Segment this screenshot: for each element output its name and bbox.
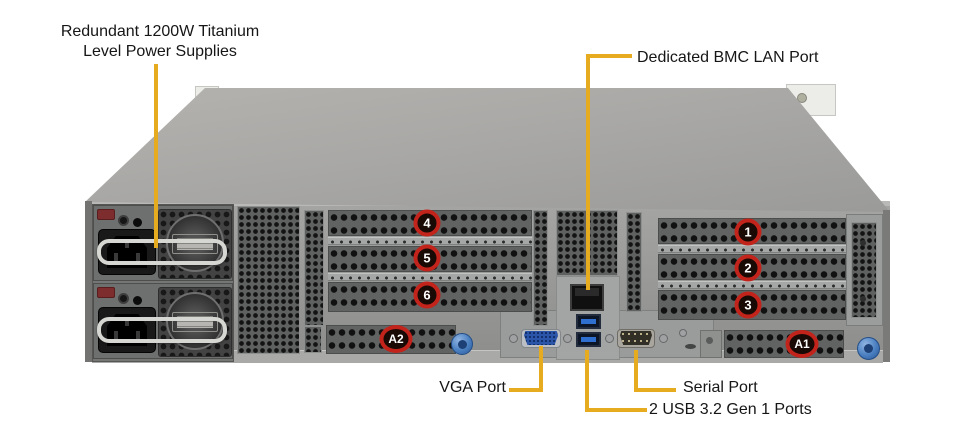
callout-slot-2: 2 — [734, 254, 762, 282]
left-cage-vent-column-right — [533, 210, 548, 326]
callout-slot-3: 3 — [734, 291, 762, 319]
vga-screw-right — [563, 334, 572, 343]
psu-1-led — [118, 215, 129, 226]
rack-tab-screw — [797, 93, 807, 103]
bracket-screw-bottom — [860, 296, 866, 302]
psu-1-button — [133, 218, 142, 227]
psu-1-latch — [97, 209, 115, 220]
callout-slot-a1: A1 — [785, 330, 819, 358]
leader-serial-horizontal — [634, 388, 676, 392]
callout-slot-1: 1 — [734, 218, 762, 246]
psu-2-pin-ground — [125, 317, 129, 326]
a1-plate-screw — [706, 337, 713, 344]
vga-label: VGA Port — [439, 379, 506, 396]
psu-label-line1: Redundant 1200W Titanium — [60, 23, 260, 40]
leader-bmc-vertical — [586, 54, 590, 290]
serial-screw-left — [605, 334, 614, 343]
callout-slot-a2: A2 — [379, 325, 413, 353]
leader-usb-horizontal — [585, 408, 647, 412]
panel-screw — [679, 329, 687, 337]
slot-separator — [658, 281, 846, 289]
slot-separator — [328, 273, 532, 281]
bracket-screw-top — [860, 240, 866, 246]
vent-panel — [237, 206, 300, 354]
a1-row-plate — [700, 330, 722, 358]
callout-slot-5: 5 — [413, 244, 441, 272]
thumbscrew-a2 — [451, 333, 473, 355]
psu-2-led — [118, 293, 129, 304]
psu-label: Redundant 1200W Titanium Level Power Sup… — [40, 22, 280, 62]
usb-tongue — [581, 319, 596, 324]
thumbscrew-core — [458, 340, 467, 349]
slot-separator — [658, 245, 846, 253]
serial-port — [620, 331, 652, 345]
bmc-lan-port-contacts — [575, 288, 599, 296]
leader-psu — [154, 64, 158, 248]
chassis-right-edge — [883, 210, 890, 362]
psu-1-pin-neutral — [136, 253, 140, 262]
callout-slot-4: 4 — [413, 209, 441, 237]
vga-port — [524, 331, 558, 345]
psu-1-handle — [97, 239, 227, 265]
callout-slot-6: 6 — [413, 281, 441, 309]
usb-label: 2 USB 3.2 Gen 1 Ports — [649, 401, 812, 418]
bmc-lan-label: Dedicated BMC LAN Port — [637, 49, 819, 66]
serial-screw-right — [659, 334, 668, 343]
vent-column-middle — [626, 212, 642, 312]
slot-cover-a1 — [724, 330, 844, 358]
usb-port-2 — [576, 332, 601, 347]
panel-slot-hole — [685, 344, 696, 349]
psu-2-pin-neutral — [136, 331, 140, 340]
leader-vga-horizontal — [509, 388, 543, 392]
leader-vga-vertical — [539, 346, 543, 392]
vga-screw-left — [509, 334, 518, 343]
psu-2-handle — [97, 317, 227, 343]
chassis-left-edge — [85, 201, 92, 362]
right-bracket-vent — [851, 222, 877, 318]
psu-label-line2: Level Power Supplies — [83, 43, 237, 60]
slot-separator — [328, 237, 532, 245]
psu-1-pin-line — [114, 253, 118, 262]
usb-port-1 — [576, 314, 601, 329]
usb-tongue — [581, 337, 596, 342]
psu-1-pin-ground — [125, 239, 129, 248]
leader-usb-vertical — [585, 350, 589, 412]
psu-2-pin-line — [114, 331, 118, 340]
leader-bmc-horizontal — [586, 54, 632, 58]
left-cage-vent-column — [304, 210, 324, 326]
leader-serial-vertical — [634, 350, 638, 392]
psu-2-latch — [97, 287, 115, 298]
serial-label: Serial Port — [683, 379, 758, 396]
psu-2-button — [133, 296, 142, 305]
chassis-top-panel — [85, 88, 890, 212]
thumbscrew-core — [864, 344, 873, 353]
thumbscrew-a1 — [857, 337, 880, 360]
a2-row-vent — [304, 326, 322, 353]
